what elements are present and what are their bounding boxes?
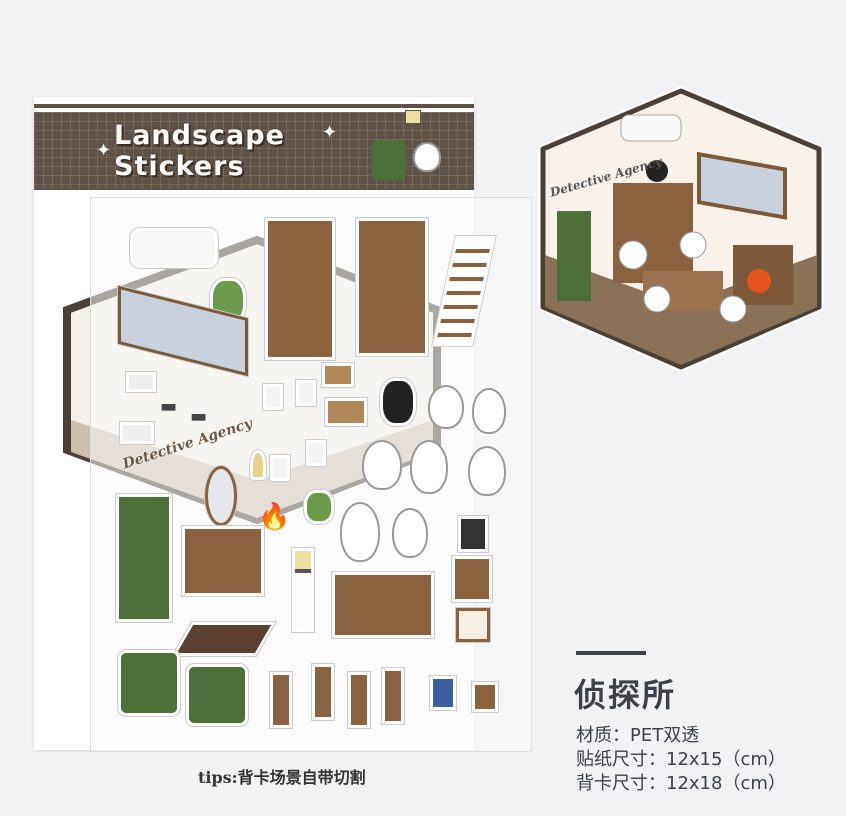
cat-sticker xyxy=(392,508,428,558)
frame-sticker xyxy=(456,608,490,642)
plant-sticker xyxy=(304,490,334,524)
spec-card-size: 背卡尺寸：12x18（cm） xyxy=(576,773,786,794)
lamp-sticker xyxy=(250,450,266,480)
frame-sticker xyxy=(472,682,498,712)
title-line-2: Stickers xyxy=(114,151,245,182)
spec-sticker-size: 贴纸尺寸：12x15（cm） xyxy=(576,749,786,770)
black-cat-sticker xyxy=(380,378,416,426)
door-sticker xyxy=(116,494,172,622)
stool-sticker xyxy=(270,672,292,728)
armchair-sticker xyxy=(186,664,248,726)
product-name: 侦探所 xyxy=(574,676,677,714)
newspaper-sticker xyxy=(120,422,154,444)
bookshelf-sticker xyxy=(265,218,335,360)
cat-sticker xyxy=(410,440,448,494)
sparkle-icon: ✦ xyxy=(322,122,338,143)
cat-sticker xyxy=(468,446,506,496)
card-title: Landscape Stickers xyxy=(114,120,285,182)
cat-sticker xyxy=(362,440,402,490)
air-conditioner-sticker xyxy=(130,228,218,268)
newspaper-sticker xyxy=(126,372,156,392)
room-preview xyxy=(538,86,824,371)
book-sticker xyxy=(430,676,456,710)
frame-sticker xyxy=(452,556,492,602)
photo-sticker xyxy=(270,455,290,481)
title-line-1: Landscape xyxy=(114,120,285,151)
divider xyxy=(576,651,646,655)
desk-sticker xyxy=(332,572,434,638)
armchair-sticker xyxy=(118,650,180,716)
gun-icon: ▬ xyxy=(190,406,208,427)
tips-text: tips:背卡场景自带切割 xyxy=(198,768,366,787)
cat-sticker xyxy=(340,502,380,562)
cat-sticker xyxy=(428,385,464,429)
header-band-top xyxy=(34,104,474,108)
stool-sticker xyxy=(348,672,370,728)
mirror-sticker xyxy=(205,466,237,526)
photo-sticker xyxy=(306,440,326,466)
lamp-illustration xyxy=(405,110,421,124)
fireplace-sticker xyxy=(182,526,264,596)
sparkle-icon: ✦ xyxy=(96,140,112,161)
stool-sticker xyxy=(312,664,334,720)
cat-sticker xyxy=(472,388,506,434)
frame-sticker xyxy=(458,516,488,552)
armchair-illustration xyxy=(372,140,406,180)
gun-icon: ▬ xyxy=(160,396,178,417)
bookshelf-sticker xyxy=(356,218,428,356)
photo-sticker xyxy=(263,384,283,410)
photo-sticker xyxy=(296,380,316,406)
floor-lamp-sticker xyxy=(292,548,314,632)
spec-material: 材质：PET双透 xyxy=(576,725,700,746)
box-sticker xyxy=(322,363,354,387)
cat-illustration xyxy=(413,142,441,172)
box-sticker xyxy=(325,398,367,426)
stool-sticker xyxy=(382,668,404,724)
